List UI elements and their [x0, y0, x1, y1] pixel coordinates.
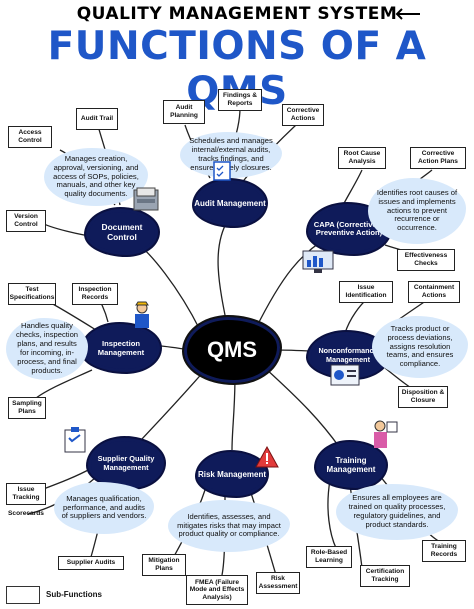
document-control-label: Document Control	[101, 222, 143, 242]
sub-role-based-learning: Role-Based Learning	[306, 546, 352, 568]
sub-audit-planning: Audit Planning	[163, 100, 205, 124]
sub-containment-actions: Containment Actions	[408, 281, 460, 303]
file-cabinet-icon	[133, 187, 159, 211]
sub-inspection-records: Inspection Records	[72, 283, 118, 305]
audit-management-node: Audit Management	[192, 178, 268, 228]
sub-findings-reports: Findings & Reports	[218, 89, 262, 111]
sub-mitigation-plans: Mitigation Plans	[142, 554, 186, 576]
sub-sampling-plans: Sampling Plans	[8, 397, 46, 419]
warning-icon	[255, 446, 279, 468]
inspection-management-label: Inspection Management	[97, 339, 145, 357]
clipboard-check-icon	[64, 427, 86, 453]
supplier-quality-management-label: Supplier Quality Management	[97, 454, 155, 472]
qms-center-label: QMS	[206, 337, 258, 362]
sub-fmea: FMEA (Failure Mode and Effects Analysis)	[186, 575, 248, 605]
document-control-node: Document Control	[84, 207, 160, 257]
nonconformance-management-description: Tracks product or process deviations, as…	[372, 316, 468, 378]
risk-management-description: Identifies, assesses, and mitigates risk…	[168, 500, 290, 552]
risk-management-node: Risk Management	[195, 450, 269, 498]
header-subtitle: QUALITY MANAGEMENT SYSTEM	[76, 4, 398, 24]
training-management-node: Training Management	[314, 440, 388, 490]
sub-certification-tracking: Certification Tracking	[360, 565, 410, 587]
trainer-icon	[374, 420, 398, 448]
sub-corrective-actions: Corrective Actions	[282, 104, 324, 126]
sub-risk-assessment: Risk Assessment	[256, 572, 300, 594]
sub-effectiveness-checks: Effectiveness Checks	[397, 249, 455, 271]
risk-management-label: Risk Management	[197, 469, 267, 479]
capa-label: CAPA (Corrective & Preventive Action)	[313, 219, 385, 237]
sub-corrective-action-plans: Corrective Action Plans	[410, 147, 466, 169]
legend-swatch	[6, 586, 40, 604]
training-management-description: Ensures all employees are trained on qua…	[336, 484, 458, 540]
monitor-chart-icon	[302, 250, 334, 273]
sub-access-control: Access Control	[8, 126, 52, 148]
sub-scorecards: Scorecards	[8, 510, 44, 518]
sub-issue-tracking: Issue Tracking	[6, 483, 46, 505]
audit-management-description: Schedules and manages internal/external …	[180, 132, 282, 178]
audit-management-label: Audit Management	[194, 198, 266, 208]
sub-version-control: Version Control	[6, 210, 46, 232]
legend-label: Sub-Functions	[46, 590, 102, 599]
document-control-description: Manages creation, approval, versioning, …	[44, 148, 148, 206]
arrow-left-icon	[395, 8, 420, 20]
sub-supplier-audits: Supplier Audits	[58, 556, 124, 570]
sub-audit-trail: Audit Trail	[76, 108, 118, 130]
inspector-icon	[135, 301, 149, 328]
training-management-label: Training Management	[326, 456, 376, 474]
sub-disposition-closure: Disposition & Closure	[398, 386, 448, 408]
dashboard-icon	[330, 364, 360, 386]
qms-center-node: QMS	[182, 315, 282, 385]
sub-test-specifications: Test Specifications	[8, 283, 56, 305]
inspection-management-node: Inspection Management	[80, 322, 162, 374]
supplier-quality-management-node: Supplier Quality Management	[86, 436, 166, 490]
inspection-management-description: Handles quality checks, inspection plans…	[6, 318, 88, 380]
sub-training-records: Training Records	[422, 540, 466, 562]
capa-description: Identifies root causes of issues and imp…	[368, 178, 466, 244]
checklist-icon	[213, 161, 231, 181]
nonconformance-management-label: Nonconformance Management	[318, 346, 378, 364]
sub-root-cause-analysis: Root Cause Analysis	[338, 147, 386, 169]
supplier-quality-management-description: Manages qualification, performance, and …	[54, 482, 154, 534]
sub-issue-identification: Issue Identification	[339, 281, 393, 303]
